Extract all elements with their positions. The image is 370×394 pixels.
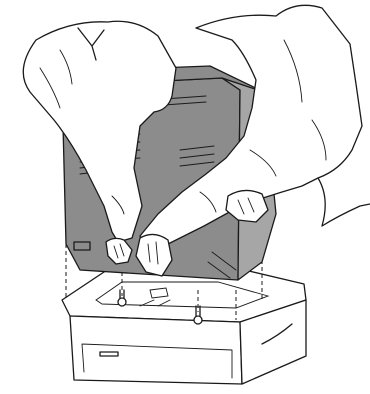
optional-paper-cassette [62,266,306,384]
